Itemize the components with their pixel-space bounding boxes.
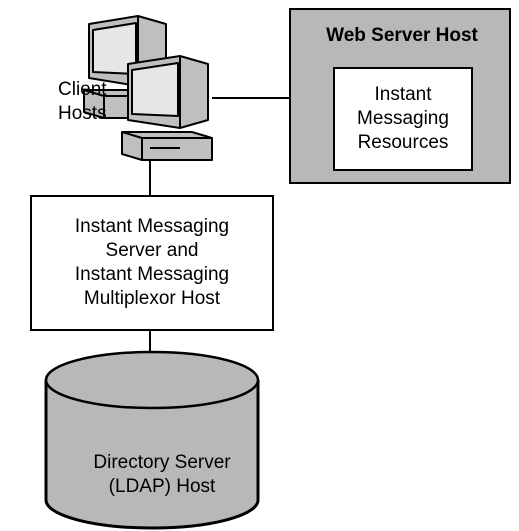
web-server-host-title: Web Server Host [326,25,478,46]
directory-server-label: Directory Server (LDAP) Host [93,452,231,497]
client-hosts-icon [83,15,213,161]
im-server-box: Instant Messaging Server and Instant Mes… [30,195,274,331]
client-hosts-label: Client Hosts [58,79,107,124]
directory-server-cylinder [44,350,260,530]
im-resources-label: Instant Messaging Resources [357,84,449,153]
im-server-label: Instant Messaging Server and Instant Mes… [74,216,230,309]
im-resources-box: Instant Messaging Resources [333,67,473,171]
